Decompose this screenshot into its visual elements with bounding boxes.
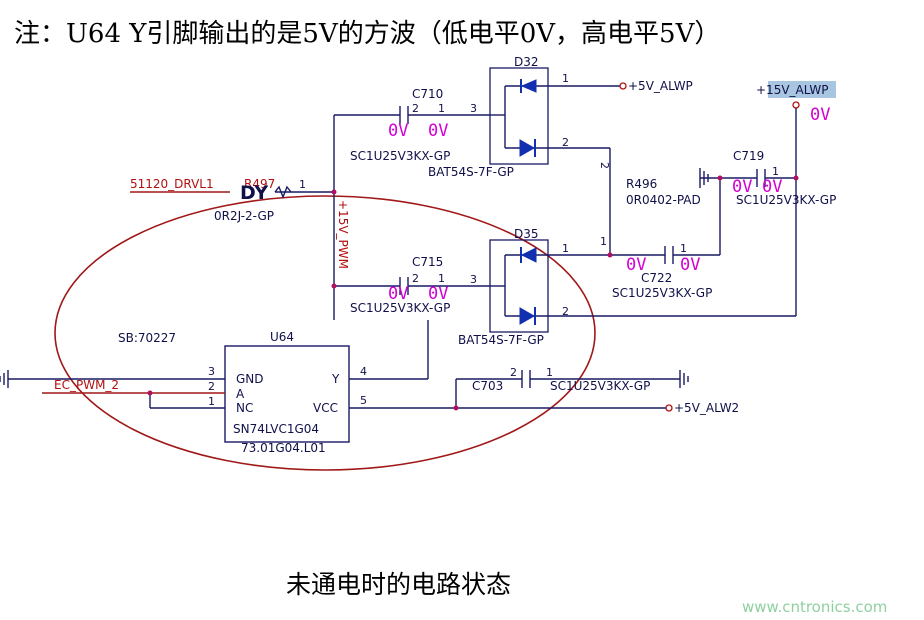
sb-label: SB:70227 bbox=[118, 331, 176, 345]
u64-ref: U64 bbox=[270, 330, 294, 344]
c715-pin-1: 1 bbox=[438, 272, 445, 285]
c722-v-left: 0V bbox=[626, 255, 646, 275]
net-v5-alwp: +5V_ALWP bbox=[628, 79, 693, 93]
d32-value: BAT54S-7F-GP bbox=[428, 165, 514, 179]
d32-pin2: 2 bbox=[562, 136, 569, 149]
net-v5-alw2: +5V_ALW2 bbox=[674, 401, 739, 415]
c703-ref: C703 bbox=[472, 379, 503, 393]
c710-v-right: 0V bbox=[428, 121, 448, 141]
net-drvl-label: 51120_DRVL1 bbox=[130, 177, 214, 191]
d35-value: BAT54S-7F-GP bbox=[458, 333, 544, 347]
u64-pin-y: Y bbox=[331, 372, 340, 386]
u64-pin-a: A bbox=[236, 387, 245, 401]
d32-diode-upper bbox=[520, 79, 537, 93]
net-v15-alwp: +15V_ALWP bbox=[756, 83, 828, 97]
v15-alwp-highlight bbox=[768, 81, 836, 98]
d35-ref: D35 bbox=[514, 227, 539, 241]
u64-pin-vcc: VCC bbox=[313, 401, 338, 415]
u64-pin2: 2 bbox=[208, 380, 215, 393]
c715-v-left: 0V bbox=[388, 284, 408, 304]
c710-value: SC1U25V3KX-GP bbox=[350, 149, 450, 163]
d35-wire-pin: 1 bbox=[600, 235, 607, 248]
r497-ref: R497 bbox=[244, 177, 275, 191]
c703-pin: 2 bbox=[510, 366, 517, 379]
node-drvl bbox=[331, 189, 337, 195]
d32-ref: D32 bbox=[514, 55, 539, 69]
node-v15 bbox=[793, 175, 799, 181]
c715-pin: 2 bbox=[412, 272, 419, 285]
c719-ref: C719 bbox=[733, 149, 764, 163]
watermark: www.cntronics.com bbox=[742, 598, 887, 616]
u64-box bbox=[224, 345, 350, 443]
c710-pin: 2 bbox=[412, 102, 419, 115]
v15-alwp-v: 0V bbox=[810, 105, 830, 125]
u64-pin-nc: NC bbox=[236, 401, 253, 415]
c722-pin: 1 bbox=[680, 242, 687, 255]
d32-wire-pin: 2 bbox=[598, 162, 611, 169]
c719-v-right: 0V bbox=[762, 177, 782, 197]
c703-pin-1: 1 bbox=[546, 366, 553, 379]
r496-value: 0R0402-PAD bbox=[626, 193, 701, 207]
v5-alw2-port bbox=[665, 404, 673, 412]
c710-ref: C710 bbox=[412, 87, 443, 101]
node-a-nc bbox=[147, 390, 153, 396]
d32-pin1: 1 bbox=[562, 72, 569, 85]
u64-pin5: 5 bbox=[360, 394, 367, 407]
d35-pin1: 1 bbox=[562, 242, 569, 255]
node-pwm-low bbox=[331, 283, 337, 289]
node-d35 bbox=[607, 252, 613, 258]
c719-pin: 1 bbox=[772, 165, 779, 178]
r496-ref: R496 bbox=[626, 177, 657, 191]
c710-pin-1: 1 bbox=[438, 102, 445, 115]
c715-ref: C715 bbox=[412, 255, 443, 269]
r497-pin: 1 bbox=[299, 178, 306, 191]
d35-pin2: 2 bbox=[562, 305, 569, 318]
net-pwm-in: EC_PWM_2 bbox=[54, 378, 119, 392]
c722-ref: C722 bbox=[641, 271, 672, 285]
u64-pin3: 3 bbox=[208, 365, 215, 378]
net-pwm-label: +15V_PWM bbox=[336, 200, 350, 269]
c715-value: SC1U25V3KX-GP bbox=[350, 301, 450, 315]
u64-pin4: 4 bbox=[360, 365, 367, 378]
r497-mark: DY bbox=[240, 182, 268, 204]
d32-diode-lower bbox=[519, 139, 536, 157]
r497-zigzag bbox=[274, 185, 292, 199]
d35-diode-lower bbox=[519, 307, 536, 325]
d35-pin3: 3 bbox=[470, 273, 477, 286]
c703-value: SC1U25V3KX-GP bbox=[550, 379, 650, 393]
d35-diode-upper bbox=[520, 247, 537, 263]
c719-value: SC1U25V3KX-GP bbox=[736, 193, 836, 207]
page-title: 注：U64 Y引脚输出的是5V的方波（低电平0V，高电平5V） bbox=[14, 19, 720, 49]
u64-partno: 73.01G04.L01 bbox=[241, 441, 326, 455]
c715-v-right: 0V bbox=[428, 284, 448, 304]
c722-v-right: 0V bbox=[680, 255, 700, 275]
d32-box bbox=[489, 67, 549, 165]
node-vcc bbox=[453, 405, 459, 411]
c722-value: SC1U25V3KX-GP bbox=[612, 286, 712, 300]
node-r496 bbox=[717, 175, 723, 181]
u64-pin-gnd: GND bbox=[236, 372, 264, 386]
caption: 未通电时的电路状态 bbox=[286, 570, 511, 599]
r497-value: 0R2J-2-GP bbox=[214, 209, 274, 223]
c719-v-left: 0V bbox=[732, 177, 752, 197]
u64-value: SN74LVC1G04 bbox=[233, 422, 319, 436]
v15-alwp-port bbox=[792, 101, 800, 109]
u64-pin1: 1 bbox=[208, 395, 215, 408]
highlight-oval bbox=[54, 195, 596, 471]
v5-alwp-port bbox=[619, 82, 627, 90]
d32-pin3: 3 bbox=[470, 102, 477, 115]
c710-v-left: 0V bbox=[388, 121, 408, 141]
